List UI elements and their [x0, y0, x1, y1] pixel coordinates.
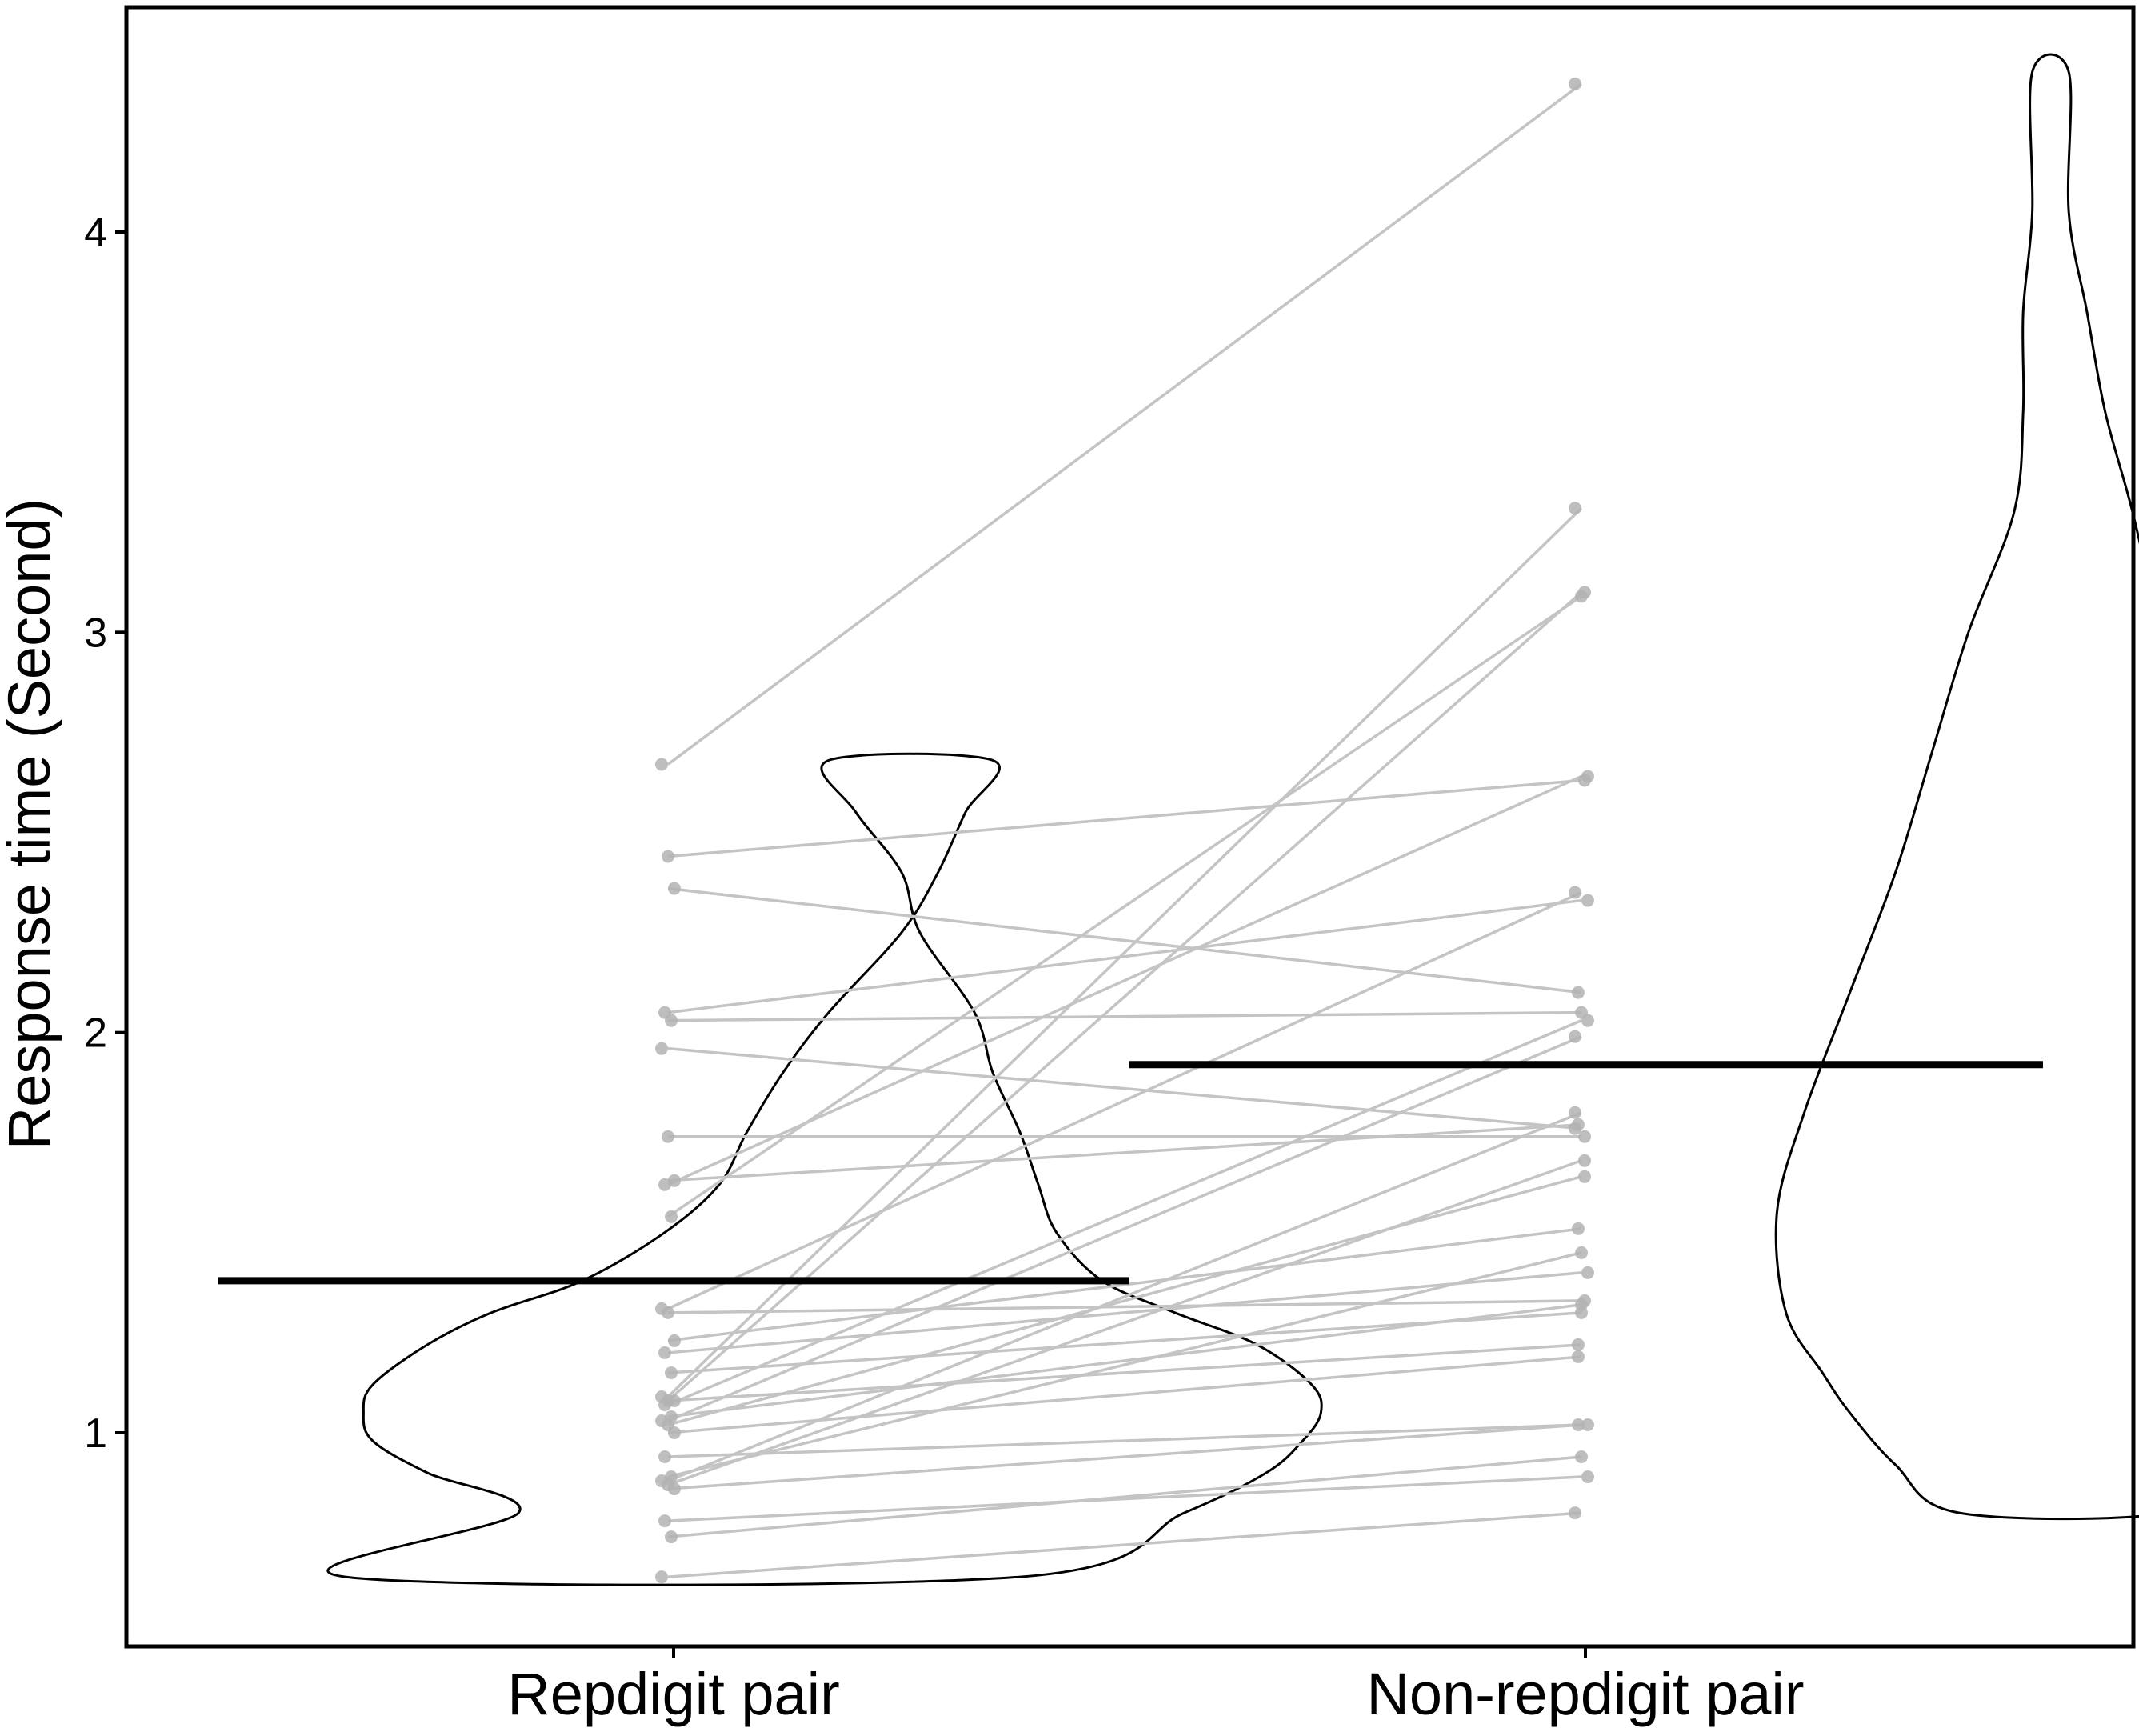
y-axis-ticks: 1 2 3 4 — [84, 210, 126, 1457]
point-repdigit — [662, 1130, 674, 1143]
point-non-repdigit — [1581, 894, 1594, 907]
point-repdigit — [668, 1482, 681, 1496]
point-repdigit — [665, 1014, 678, 1027]
point-repdigit — [658, 1398, 671, 1411]
plot-frame — [124, 5, 2136, 1649]
pair-line — [667, 1010, 1582, 1022]
pair-line — [667, 774, 1582, 1186]
pair-line — [667, 1122, 1582, 1182]
mean-lines — [218, 1061, 2043, 1285]
data-points — [655, 77, 1594, 1584]
pair-line — [667, 898, 1582, 1014]
point-non-repdigit — [1578, 586, 1591, 599]
point-repdigit — [668, 1426, 681, 1439]
point-non-repdigit — [1581, 770, 1594, 783]
point-non-repdigit — [1572, 1350, 1585, 1363]
pair-line — [667, 1227, 1582, 1342]
pair-line — [667, 1343, 1582, 1402]
pair-line — [667, 778, 1582, 858]
point-non-repdigit — [1572, 1418, 1585, 1431]
point-non-repdigit — [1578, 1154, 1591, 1167]
point-non-repdigit — [1572, 986, 1585, 999]
violin-1 — [326, 752, 1323, 1586]
pair-line — [667, 886, 1582, 994]
pair-line — [667, 1019, 1582, 1406]
pair-line — [667, 1159, 1582, 1486]
point-repdigit — [662, 1306, 674, 1319]
pair-line — [667, 1035, 1582, 1422]
point-repdigit — [658, 1514, 671, 1528]
point-non-repdigit — [1572, 1222, 1585, 1235]
pair-line — [666, 506, 1583, 1398]
pair-line — [667, 1423, 1582, 1490]
violin-2 — [1774, 53, 2139, 1521]
y-tick-label: 2 — [84, 1010, 107, 1057]
pair-line — [667, 1046, 1582, 1130]
pair-line — [667, 1455, 1582, 1538]
point-non-repdigit — [1569, 1106, 1581, 1119]
pair-line — [667, 1303, 1582, 1418]
point-repdigit — [665, 1530, 678, 1544]
pair-line — [667, 1299, 1582, 1314]
point-non-repdigit — [1581, 1470, 1594, 1484]
pair-line — [667, 1111, 1582, 1482]
y-tick-label: 4 — [84, 210, 107, 256]
y-tick-label: 3 — [84, 610, 107, 656]
pair-line — [667, 1355, 1582, 1434]
x-axis-ticks: Repdigit pair Non-repdigit pair — [507, 1646, 1805, 1727]
point-non-repdigit — [1569, 886, 1581, 899]
point-repdigit — [658, 1346, 671, 1359]
pair-line — [667, 1175, 1582, 1426]
paired-lines — [666, 82, 1583, 1578]
point-non-repdigit — [1581, 1266, 1594, 1279]
point-repdigit — [662, 850, 674, 863]
point-repdigit — [658, 1450, 671, 1464]
point-non-repdigit — [1581, 1014, 1594, 1027]
point-non-repdigit — [1569, 1506, 1581, 1520]
point-repdigit — [668, 882, 681, 895]
point-repdigit — [668, 1174, 681, 1187]
point-repdigit — [665, 1210, 678, 1223]
y-axis-title: Response time (Second) — [0, 498, 62, 1150]
point-non-repdigit — [1569, 502, 1581, 515]
point-repdigit — [655, 758, 668, 771]
point-non-repdigit — [1578, 1170, 1591, 1183]
point-non-repdigit — [1575, 1298, 1588, 1311]
violins — [326, 53, 2139, 1586]
point-repdigit — [668, 1334, 681, 1347]
pair-line — [667, 594, 1582, 1218]
point-non-repdigit — [1572, 1338, 1585, 1351]
point-non-repdigit — [1572, 1118, 1585, 1131]
point-non-repdigit — [1569, 77, 1581, 90]
pair-line — [667, 1251, 1582, 1478]
pair-line — [666, 590, 1583, 1402]
pair-line — [667, 1475, 1582, 1522]
pair-line — [667, 890, 1582, 1310]
x-category-label: Repdigit pair — [507, 1661, 839, 1727]
point-non-repdigit — [1569, 1030, 1581, 1043]
point-non-repdigit — [1578, 1130, 1591, 1143]
point-repdigit — [655, 1042, 668, 1055]
pair-line — [667, 1511, 1582, 1578]
point-non-repdigit — [1575, 1246, 1588, 1259]
point-non-repdigit — [1575, 1450, 1588, 1464]
pair-line — [667, 1423, 1582, 1458]
point-non-repdigit — [1581, 1418, 1594, 1431]
point-repdigit — [658, 1178, 671, 1191]
point-repdigit — [668, 1394, 681, 1407]
point-repdigit — [665, 1366, 678, 1379]
x-category-label: Non-repdigit pair — [1366, 1661, 1804, 1727]
pair-line — [666, 82, 1583, 766]
point-repdigit — [655, 1570, 668, 1584]
y-tick-label: 1 — [84, 1410, 107, 1457]
